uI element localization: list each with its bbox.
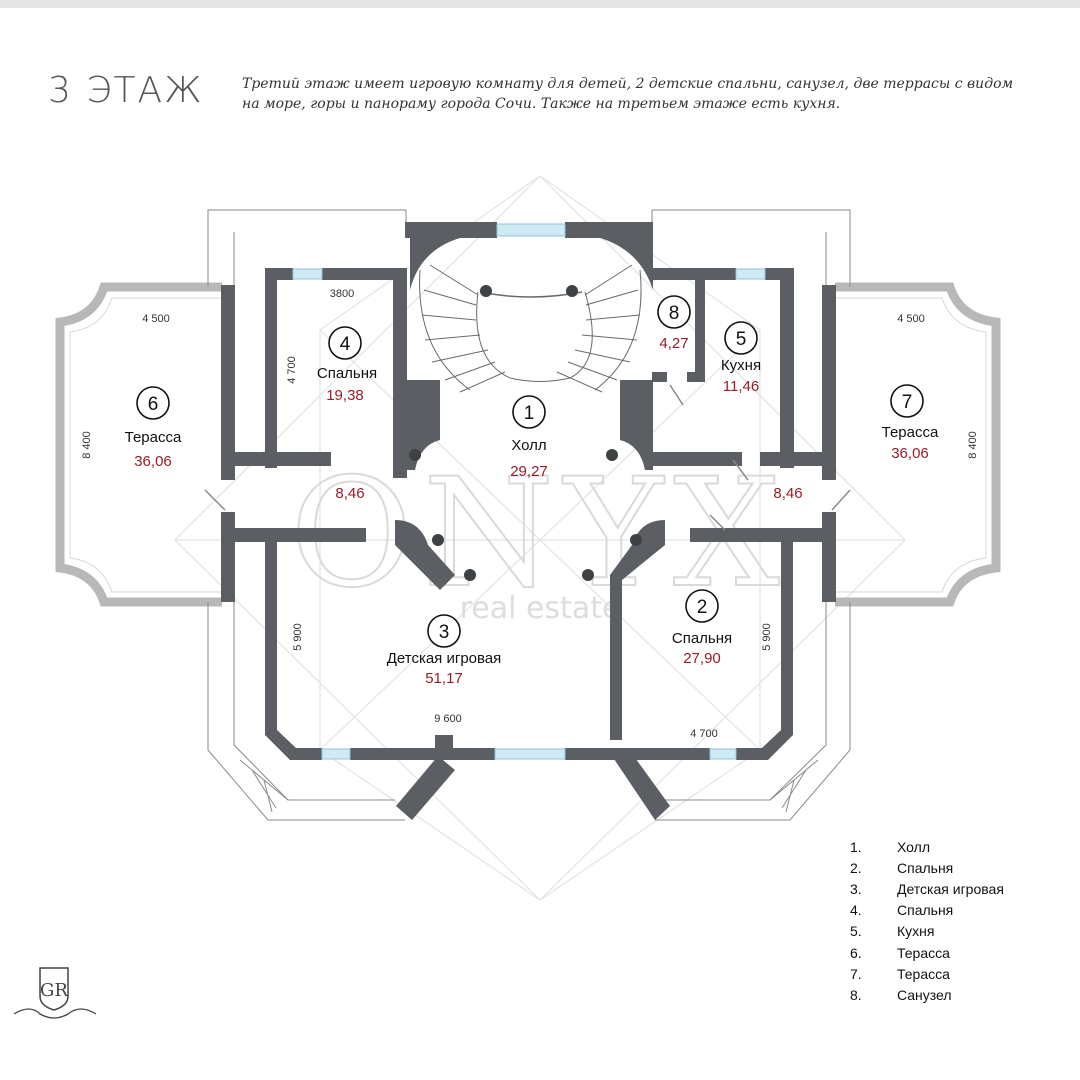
- dim-right-terrace-width: 4 500: [897, 313, 925, 325]
- windows: [292, 223, 766, 760]
- svg-text:36,06: 36,06: [891, 445, 929, 462]
- room-5-label: 5 Кухня 11,46: [721, 321, 761, 395]
- room-7-label: 7 Терасса 36,06: [882, 384, 939, 462]
- room-legend: 1.Холл 2.Спальня 3.Детская игровая 4.Спа…: [850, 836, 1070, 1006]
- svg-text:27,90: 27,90: [683, 650, 721, 667]
- watermark-tagline: real estate: [460, 591, 621, 626]
- legend-item: 3.Детская игровая: [850, 880, 1004, 897]
- svg-text:29,27: 29,27: [510, 463, 548, 480]
- room-4-label: 4 Спальня 19,38: [317, 326, 377, 404]
- svg-text:Терасса: Терасса: [882, 424, 939, 441]
- svg-text:6: 6: [148, 394, 159, 415]
- svg-text:4,27: 4,27: [659, 335, 688, 352]
- dim-bedroom4-width: 3800: [330, 288, 354, 300]
- dim-right-terrace-height: 8 400: [967, 431, 979, 459]
- svg-text:5: 5: [736, 329, 747, 350]
- room-8-label: 8 4,27: [657, 295, 691, 352]
- svg-text:Детская игровая: Детская игровая: [387, 650, 502, 667]
- corridor-right-area: 8,46: [773, 485, 802, 502]
- svg-text:GR: GR: [40, 980, 68, 1001]
- brand-logo: GR: [13, 967, 97, 1019]
- svg-text:51,17: 51,17: [425, 670, 463, 687]
- svg-text:2: 2: [697, 597, 708, 618]
- dim-bedroom2-height: 5 900: [761, 623, 773, 651]
- room-2-label: 2 Спальня 27,90: [672, 589, 732, 667]
- legend-item: 4.Спальня: [850, 902, 954, 919]
- svg-text:7: 7: [902, 392, 913, 413]
- svg-text:19,38: 19,38: [326, 387, 364, 404]
- svg-text:Холл: Холл: [511, 437, 546, 454]
- columns: [409, 285, 642, 581]
- dim-playroom-height: 5 900: [292, 623, 304, 651]
- svg-text:8: 8: [669, 303, 680, 324]
- top-bar: [0, 0, 1080, 8]
- floor-title: 3 ЭТАЖ: [48, 70, 204, 111]
- svg-text:Терасса: Терасса: [125, 429, 182, 446]
- walls: [221, 222, 836, 820]
- room-6-label: 6 Терасса 36,06: [125, 386, 182, 470]
- svg-text:11,46: 11,46: [723, 378, 759, 395]
- staircase: [419, 264, 642, 393]
- dim-playroom-width: 9 600: [434, 713, 462, 725]
- legend-item: 7.Терасса: [850, 965, 950, 982]
- floor-description: Третий этаж имеет игровую комнату для де…: [242, 76, 1014, 112]
- legend-item: 1.Холл: [850, 838, 930, 855]
- legend-item: 2.Спальня: [850, 859, 954, 876]
- dim-bedroom4-height: 4 700: [286, 356, 298, 384]
- room-3-label: 3 Детская игровая 51,17: [387, 614, 502, 687]
- corridor-left-area: 8,46: [335, 485, 364, 502]
- legend-item: 8.Санузел: [850, 986, 952, 1003]
- dim-left-terrace-height: 8 400: [81, 431, 93, 459]
- dim-bedroom2-width: 4 700: [690, 728, 718, 740]
- svg-text:Спальня: Спальня: [317, 365, 377, 382]
- room-1-label: 1 Холл 29,27: [510, 395, 548, 480]
- svg-text:Спальня: Спальня: [672, 630, 732, 647]
- legend-item: 5.Кухня: [850, 923, 935, 940]
- balcony-outlines: [207, 209, 851, 821]
- dim-left-terrace-width: 4 500: [142, 313, 170, 325]
- svg-text:Кухня: Кухня: [721, 357, 761, 374]
- svg-text:3: 3: [439, 622, 450, 643]
- terrace-right-outline: [835, 282, 1001, 607]
- svg-text:1: 1: [524, 403, 535, 424]
- terrace-left-outline: [55, 282, 222, 607]
- legend-item: 6.Терасса: [850, 944, 950, 961]
- doors: [204, 384, 851, 531]
- svg-text:4: 4: [340, 334, 351, 355]
- svg-text:36,06: 36,06: [134, 453, 172, 470]
